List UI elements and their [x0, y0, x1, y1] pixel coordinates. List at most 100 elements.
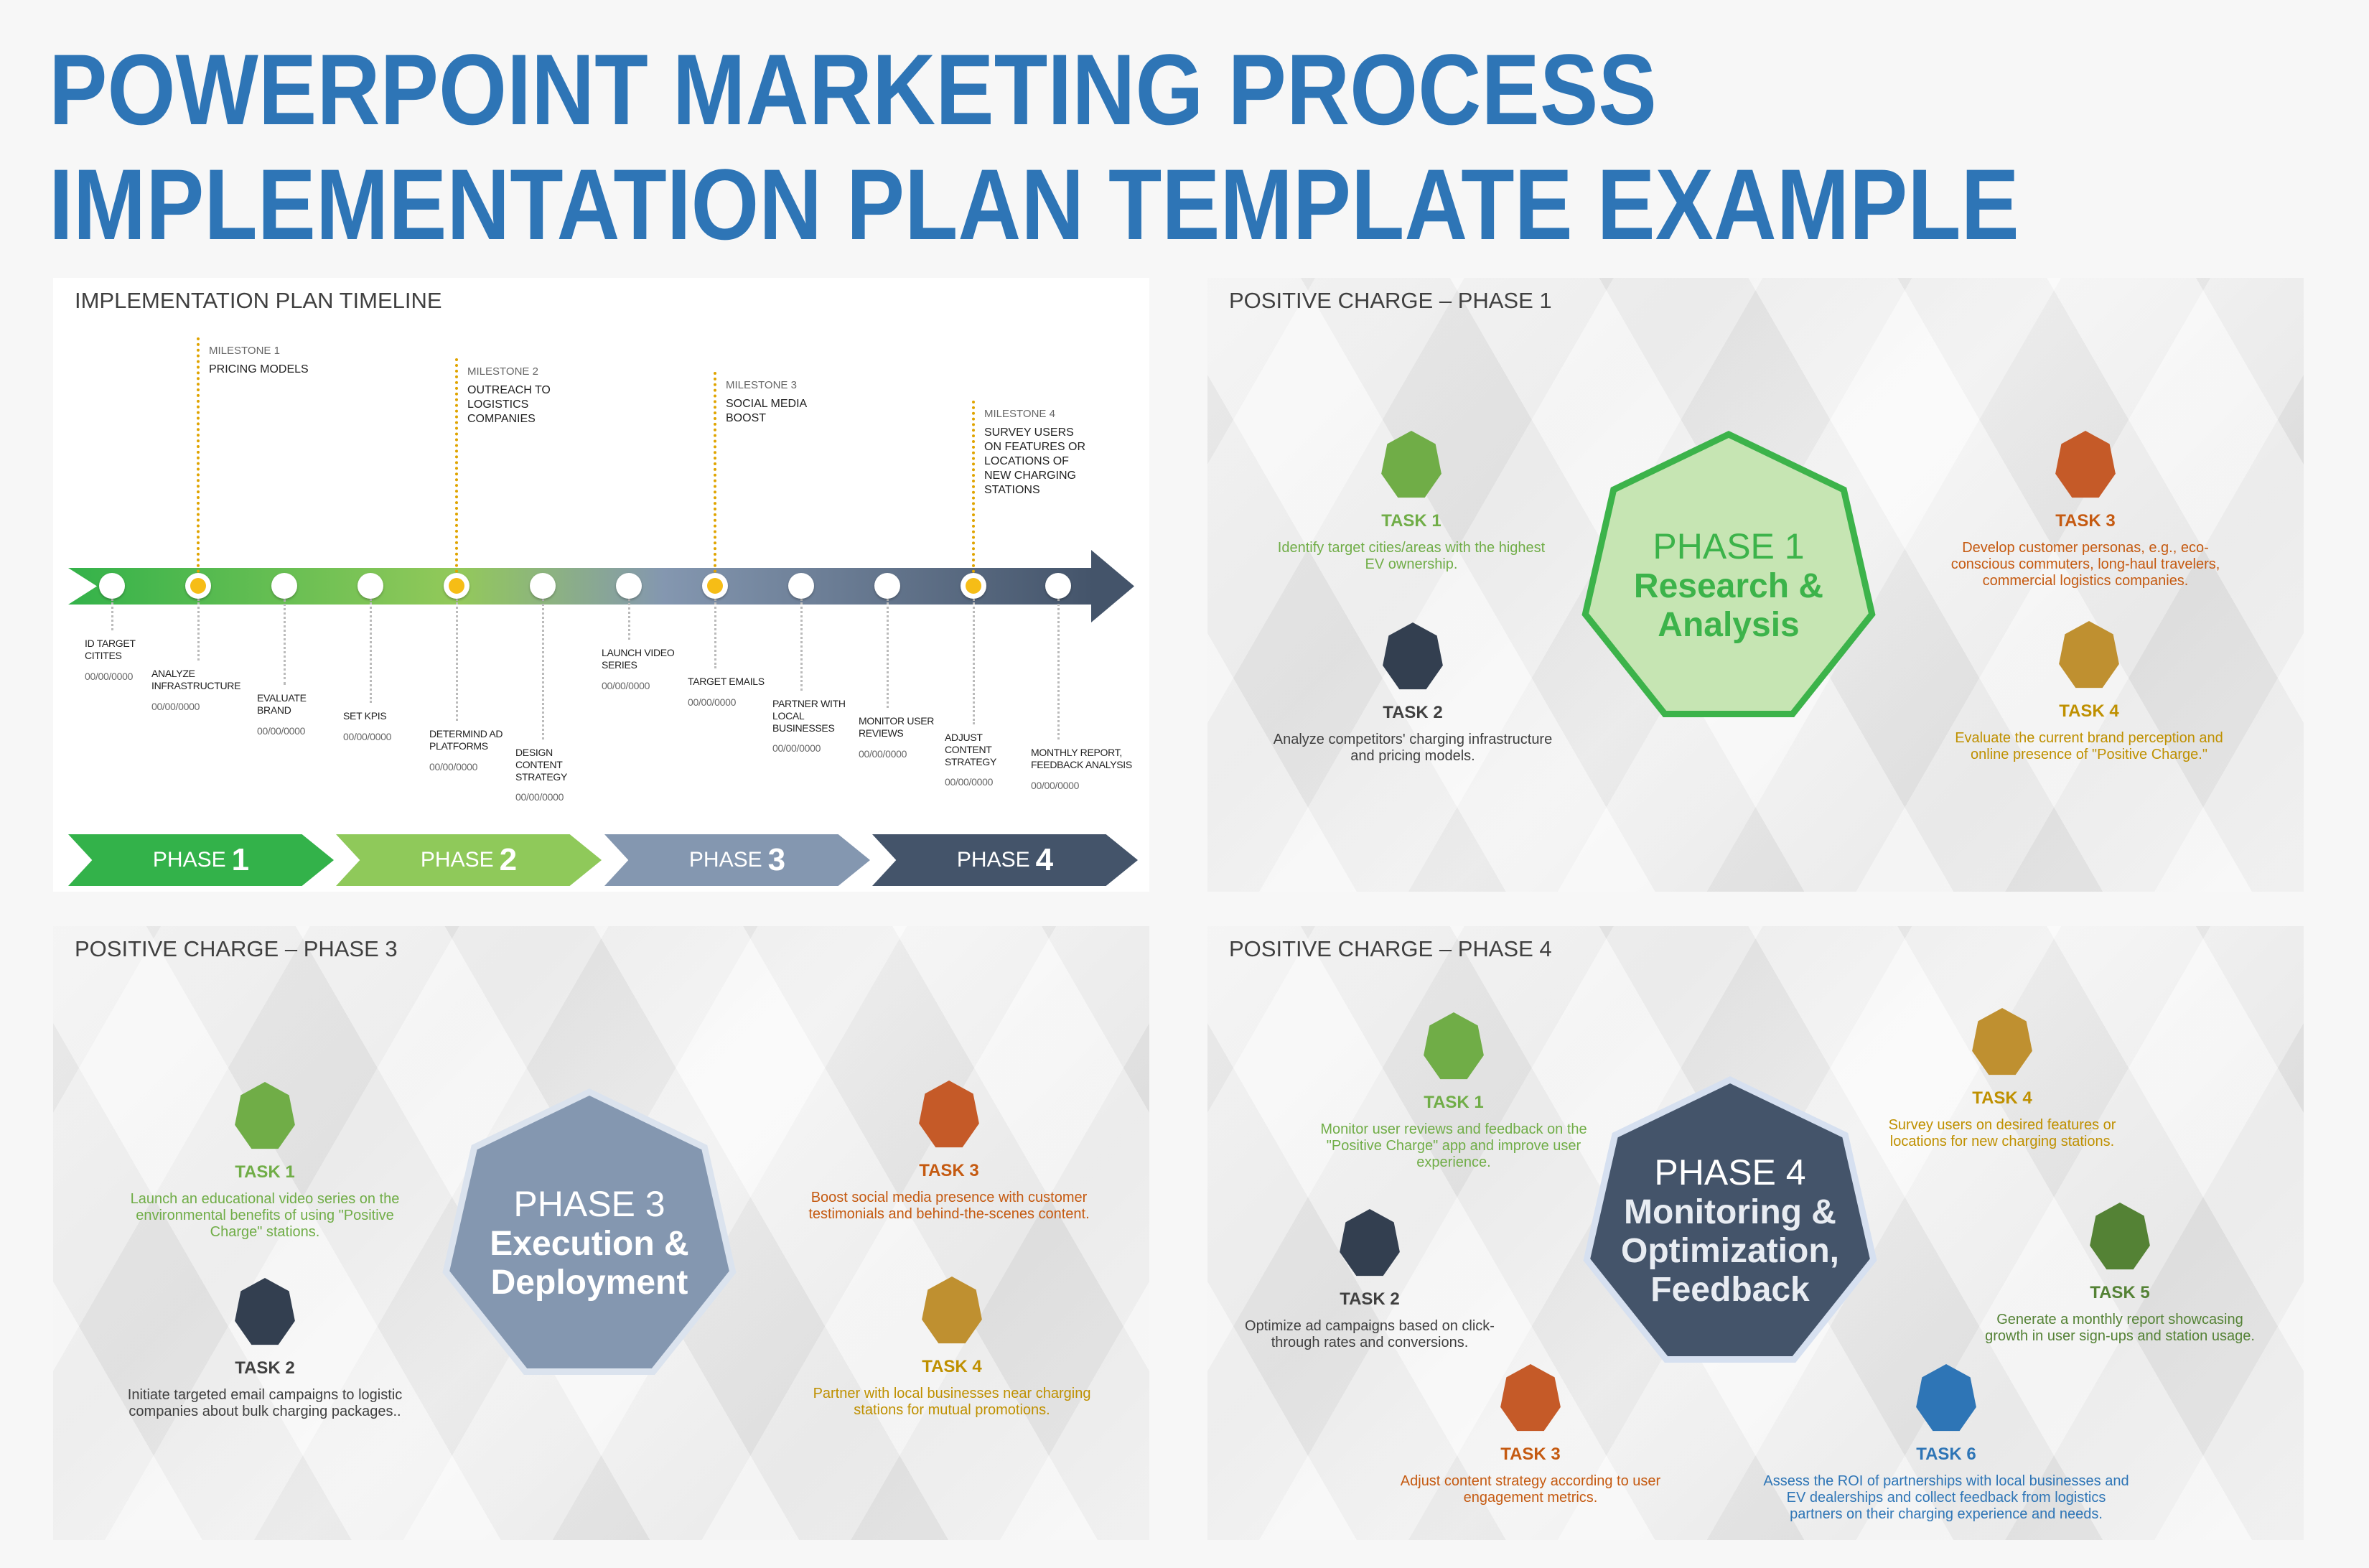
timeline-connector [197, 599, 200, 661]
arrow-head-icon [1091, 550, 1134, 622]
timeline-connector [973, 599, 975, 724]
task-6: TASK 6 Assess the ROI of partnerships wit… [1745, 1364, 2147, 1523]
heptagon-icon [1381, 431, 1442, 498]
timeline-item: ADJUST CONTENT STRATEGY 00/00/0000 [945, 732, 1027, 788]
timeline-dot [530, 573, 556, 599]
task-description: Adjust content strategy according to use… [1400, 1473, 1661, 1506]
heptagon-icon [1916, 1364, 1976, 1432]
task-label: TASK 1 [1424, 1093, 1484, 1112]
timeline-connector [800, 599, 803, 691]
task-description: Initiate targeted email campaigns to log… [127, 1387, 403, 1419]
timeline-item-date: 00/00/0000 [151, 700, 200, 712]
timeline-connector [714, 599, 716, 668]
phase1-center-phase: PHASE 1 [1653, 526, 1805, 566]
task-label: TASK 4 [922, 1357, 982, 1376]
page-title-line-1: POWERPOINT MARKETING PROCESS [49, 33, 1657, 146]
milestone-dot [702, 573, 728, 599]
task-label: TASK 3 [1500, 1445, 1561, 1464]
phase-chevron-number: 4 [1035, 842, 1054, 877]
task-description: Analyze competitors' charging infrastruc… [1273, 732, 1553, 764]
timeline-item-label: TARGET EMAILS [688, 676, 765, 687]
task-description: Evaluate the current brand perception an… [1955, 730, 2223, 762]
timeline-item-date: 00/00/0000 [1031, 779, 1080, 791]
timeline-connector [111, 599, 113, 630]
task-description: Optimize ad campaigns based on click-thr… [1245, 1318, 1495, 1350]
phase-4-title: POSITIVE CHARGE – PHASE 4 [1229, 936, 1552, 961]
timeline-item-date: 00/00/0000 [688, 696, 737, 708]
timeline-item-label: LAUNCH VIDEO SERIES [602, 647, 675, 671]
timeline-item-date: 00/00/0000 [859, 747, 907, 760]
timeline-item: ANALYZE INFRASTRUCTURE 00/00/0000 [151, 668, 253, 712]
task-3: TASK 3 Adjust content strategy according … [1373, 1364, 1688, 1506]
timeline-item-label: SET KPIS [343, 710, 387, 722]
timeline-item-label: EVALUATE BRAND [257, 692, 307, 716]
phase4-center-phase: PHASE 4 [1654, 1152, 1806, 1193]
timeline-connector [628, 599, 630, 640]
task-description: Boost social media presence with custome… [808, 1190, 1090, 1222]
milestone-heading: MILESTONE 3 [726, 379, 797, 391]
timeline-item-label: DESIGN CONTENT STRATEGY [515, 747, 568, 783]
heptagon-icon [235, 1278, 295, 1345]
timeline-connector [887, 599, 889, 708]
timeline-item-date: 00/00/0000 [343, 730, 392, 742]
heptagon-icon [1500, 1364, 1561, 1432]
phase1-center-name: Research & Analysis [1633, 566, 1824, 644]
phase3-center-name: Execution & Deployment [490, 1224, 689, 1302]
milestone-connector [455, 358, 458, 573]
task-label: TASK 6 [1916, 1445, 1976, 1464]
timeline-item-date: 00/00/0000 [945, 776, 994, 788]
timeline-item-date: 00/00/0000 [772, 742, 821, 755]
task-label: TASK 3 [2055, 511, 2116, 531]
task-description: Survey users on desired features or loca… [1888, 1117, 2116, 1149]
timeline-item: SET KPIS 00/00/0000 [343, 710, 425, 743]
task-label: TASK 4 [1972, 1088, 2032, 1108]
task-description: Launch an educational video series on th… [130, 1191, 400, 1240]
task-4: TASK 4 Survey users on desired features o… [1844, 1008, 2160, 1150]
milestone-dot [961, 573, 986, 599]
heptagon-icon [919, 1081, 979, 1148]
milestone-connector [197, 337, 200, 573]
timeline-dot [616, 573, 642, 599]
timeline-dot [99, 573, 125, 599]
timeline-arrow [68, 568, 1095, 605]
task-description: Generate a monthly report showcasing gro… [1985, 1312, 2255, 1344]
heptagon-icon [235, 1082, 295, 1149]
timeline-item: PARTNER WITH LOCAL BUSINESSES 00/00/0000 [772, 698, 854, 755]
timeline-dot [358, 573, 383, 599]
phase3-center-phase: PHASE 3 [513, 1183, 665, 1224]
timeline-item-label: ANALYZE INFRASTRUCTURE [151, 668, 241, 691]
timeline-item-label: ADJUST CONTENT STRATEGY [945, 732, 997, 767]
timeline-dot [271, 573, 297, 599]
milestone-text: SURVEY USERS ON FEATURES OR LOCATIONS OF… [984, 426, 1086, 496]
phase-chevron-number: 1 [231, 842, 250, 877]
heptagon-icon [2059, 621, 2119, 689]
timeline-connector [456, 599, 458, 721]
phase-chevron-word: PHASE [688, 848, 762, 872]
timeline-item-label: PARTNER WITH LOCAL BUSINESSES [772, 698, 846, 734]
task-description: Assess the ROI of partnerships with loca… [1763, 1473, 2129, 1522]
page-title-line-2: IMPLEMENTATION PLAN TEMPLATE EXAMPLE [49, 148, 2019, 261]
